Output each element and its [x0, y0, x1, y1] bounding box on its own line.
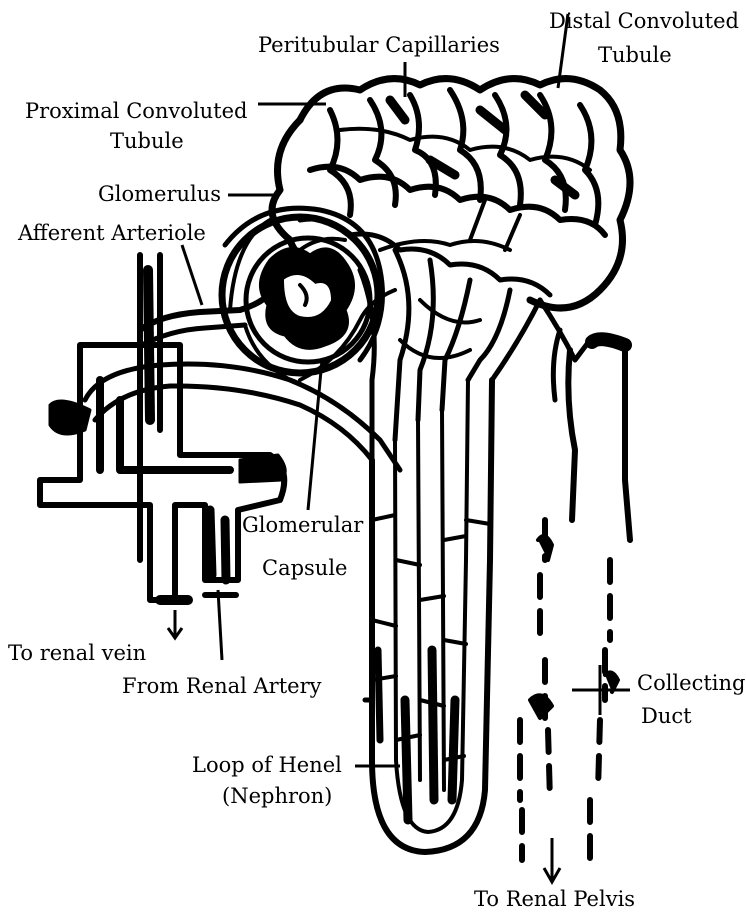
- label-afferent-arteriole: Afferent Arteriole: [17, 221, 206, 245]
- label-to-renal-pelvis: To Renal Pelvis: [474, 887, 635, 911]
- collecting-duct-shape: [520, 300, 630, 860]
- label-glomerular-capsule-line2: Capsule: [262, 556, 347, 580]
- leader-lines: [168, 14, 630, 882]
- label-from-renal-artery: From Renal Artery: [122, 674, 322, 698]
- label-distal-convoluted-tubule-line2: Tubule: [598, 43, 672, 67]
- leader-from-renal-artery: [218, 590, 222, 660]
- loop-of-henle-shape: [365, 380, 492, 852]
- label-loop-of-henle-line1: Loop of Henel: [192, 753, 342, 777]
- label-proximal-convoluted-tubule-line2: Tubule: [110, 129, 184, 153]
- label-collecting-duct-line2: Duct: [641, 704, 692, 728]
- label-glomerulus: Glomerulus: [98, 182, 221, 206]
- label-to-renal-vein: To renal vein: [8, 641, 146, 665]
- label-distal-convoluted-tubule-line1: Distal Convoluted: [549, 9, 739, 33]
- leader-glomerular-capsule: [308, 360, 322, 510]
- label-glomerular-capsule-line1: Glomerular: [242, 513, 364, 537]
- label-peritubular-capillaries: Peritubular Capillaries: [258, 33, 500, 57]
- label-loop-of-henle-line2: (Nephron): [222, 784, 332, 808]
- label-proximal-convoluted-tubule-line1: Proximal Convoluted: [25, 99, 248, 123]
- label-collecting-duct-line1: Collecting: [637, 671, 745, 695]
- leader-afferent-arteriole: [182, 245, 202, 305]
